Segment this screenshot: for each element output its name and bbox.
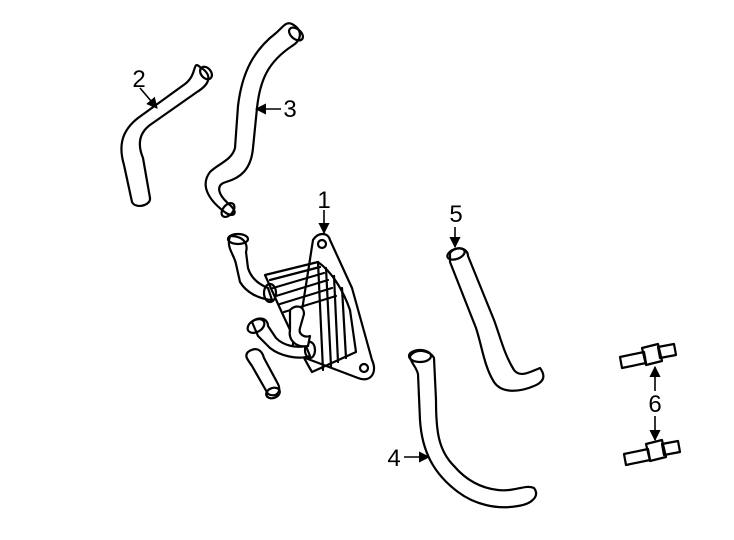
hose-2[interactable]	[120, 64, 214, 208]
leader-2	[139, 87, 158, 109]
connector-6-upper[interactable]	[618, 342, 678, 370]
callout-3: 3	[283, 96, 296, 123]
connector-6-lower[interactable]	[622, 438, 682, 467]
callout-5: 5	[449, 201, 462, 228]
hose-4[interactable]	[407, 348, 538, 509]
hose-5[interactable]	[446, 246, 545, 392]
oil-cooler[interactable]	[226, 232, 376, 400]
hose-3[interactable]	[204, 22, 306, 219]
callout-1: 1	[317, 187, 330, 214]
callout-6: 6	[648, 391, 661, 418]
callout-2: 2	[132, 66, 145, 93]
callout-4: 4	[387, 445, 400, 472]
